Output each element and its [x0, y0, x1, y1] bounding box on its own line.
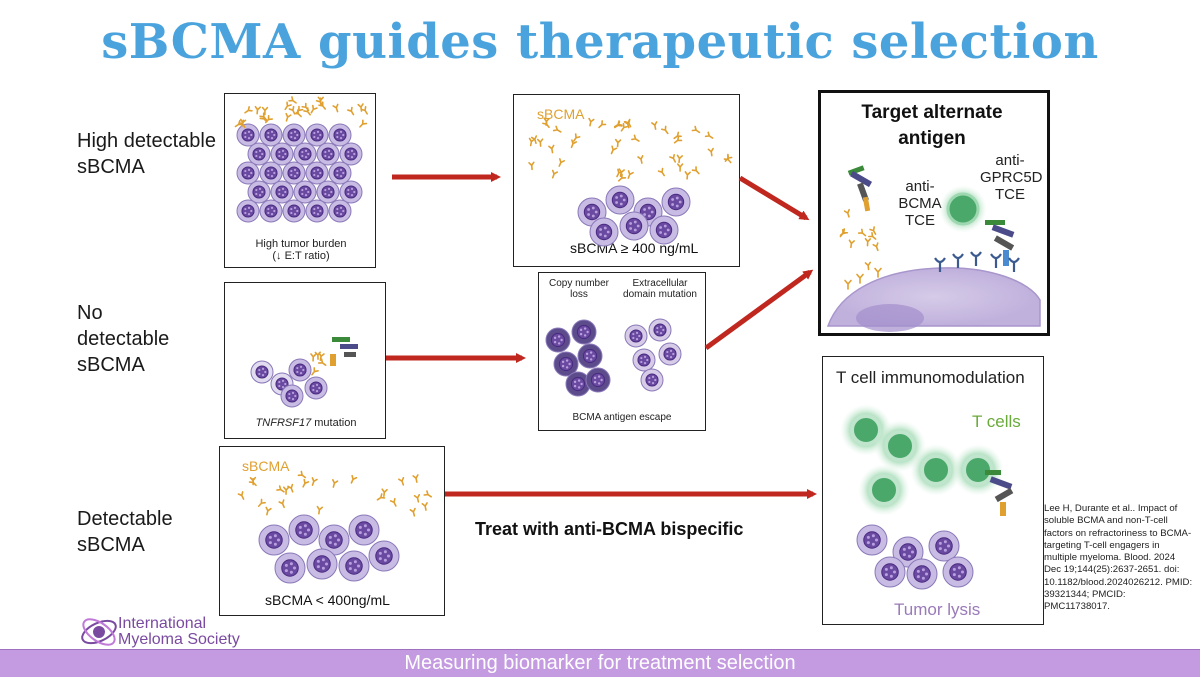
sbcma-threshold-high: sBCMA ≥ 400 ng/mL — [570, 240, 699, 256]
sbcma-threshold-low: sBCMA < 400ng/mL — [265, 592, 390, 608]
high-tumor-burden-caption: High tumor burden (↓ E:T ratio) — [255, 238, 347, 262]
t-cells-label: T cells — [972, 412, 1021, 431]
tumor-lysis-label: Tumor lysis — [894, 600, 981, 619]
row-label-detectable: Detectable sBCMA — [77, 508, 173, 556]
t-cell-immunomodulation-title: T cell immunomodulation — [836, 368, 1025, 387]
antigen-escape-caption: BCMA antigen escape — [572, 412, 672, 423]
gprc5d-label: GPRC5D — [940, 282, 1003, 299]
citation: Lee H, Durante et al.. Impact of soluble… — [1044, 503, 1193, 613]
copy-number-loss-label: Copy number loss — [548, 278, 610, 300]
tnfrsf17-caption: TNFRSF17 mutation — [255, 417, 357, 429]
slide-title: sBCMA guides therapeutic selection — [101, 14, 1099, 70]
tnfrsf17-mutation-panel — [224, 282, 386, 439]
t-cell-immunomodulation-panel — [822, 356, 1044, 625]
sbcma-label-high: sBCMA — [537, 106, 585, 122]
extracellular-mutation-label: Extracellular domain mutation — [623, 278, 697, 300]
treat-bispecific-label: Treat with anti-BCMA bispecific — [475, 519, 744, 539]
row-label-high: High detectable sBCMA — [77, 130, 216, 178]
ims-logo-text: International Myeloma Society — [118, 615, 240, 648]
ims-logo-icon — [81, 618, 117, 646]
arrow-sbcma-to-target — [738, 175, 810, 221]
target-alternate-title: Target alternate antigen — [861, 102, 1003, 149]
sbcma-label-low: sBCMA — [242, 458, 290, 474]
footer-banner: Measuring biomarker for treatment select… — [0, 649, 1200, 677]
row-label-none: No detectable sBCMA — [77, 302, 170, 376]
bcma-label: BCMA — [872, 278, 916, 295]
arrow-escape-to-target — [704, 269, 814, 351]
